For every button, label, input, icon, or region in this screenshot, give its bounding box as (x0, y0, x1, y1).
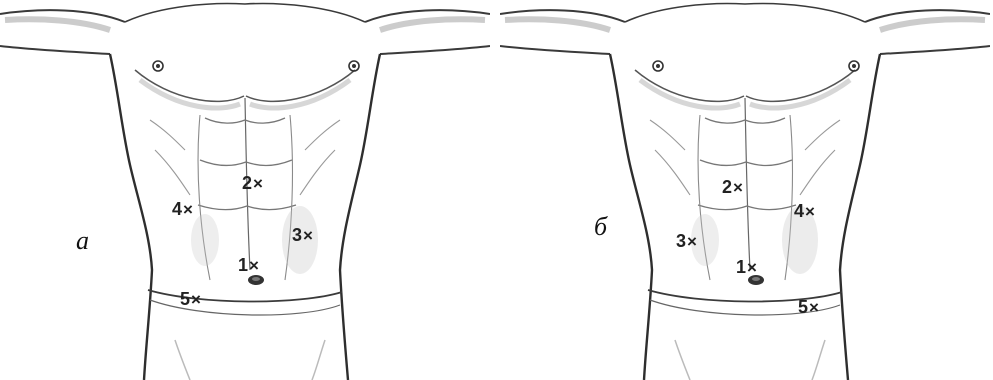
point-1: 1× (736, 258, 757, 276)
cross-mark-icon: × (191, 290, 201, 309)
point-5: 5× (798, 298, 819, 316)
point-number: 1 (238, 255, 248, 275)
point-2: 2× (242, 174, 263, 192)
point-number: 5 (798, 297, 808, 317)
point-3: 3× (676, 232, 697, 250)
panel-a: а 1× 2× 3× 4× 5× (0, 0, 490, 380)
cross-mark-icon: × (809, 298, 819, 317)
cross-mark-icon: × (253, 174, 263, 193)
point-number: 3 (292, 225, 302, 245)
panel-label: б (594, 212, 607, 242)
cross-mark-icon: × (303, 226, 313, 245)
cross-mark-icon: × (687, 232, 697, 251)
point-2: 2× (722, 178, 743, 196)
point-number: 4 (794, 201, 804, 221)
point-number: 4 (172, 199, 182, 219)
cross-mark-icon: × (733, 178, 743, 197)
panel-label: а (76, 226, 89, 256)
panel-b: б 1× 2× 3× 4× 5× (500, 0, 990, 380)
point-4: 4× (172, 200, 193, 218)
cross-mark-icon: × (805, 202, 815, 221)
point-number: 1 (736, 257, 746, 277)
point-1: 1× (238, 256, 259, 274)
point-4: 4× (794, 202, 815, 220)
torso-illustration (500, 0, 990, 380)
point-number: 3 (676, 231, 686, 251)
point-number: 2 (722, 177, 732, 197)
cross-mark-icon: × (747, 258, 757, 277)
point-5: 5× (180, 290, 201, 308)
cross-mark-icon: × (249, 256, 259, 275)
point-number: 2 (242, 173, 252, 193)
point-number: 5 (180, 289, 190, 309)
point-3: 3× (292, 226, 313, 244)
cross-mark-icon: × (183, 200, 193, 219)
